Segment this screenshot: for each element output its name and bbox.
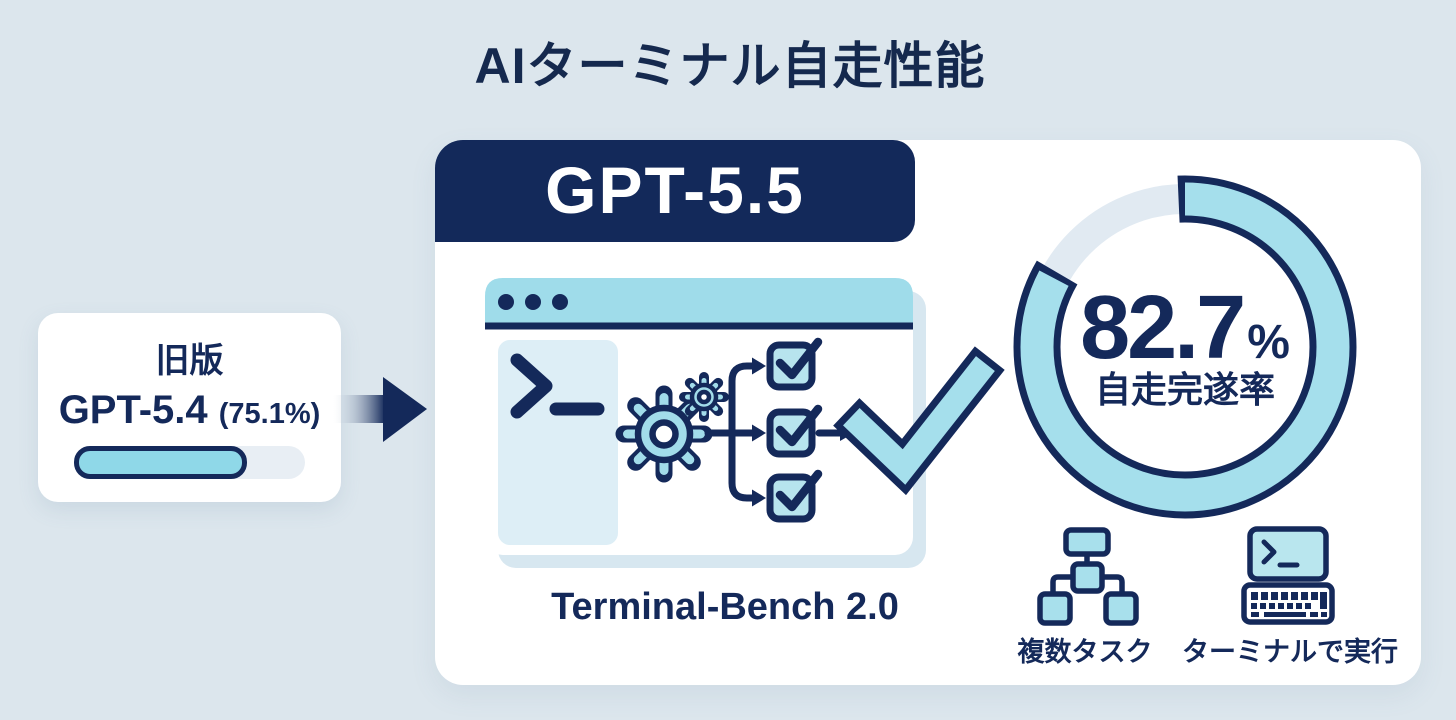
- window-dot: [498, 294, 514, 310]
- arrow-head: [383, 377, 427, 442]
- previous-model-name-line: GPT-5.4 (75.1%): [38, 390, 341, 430]
- donut-caption: 自走完遂率: [1094, 369, 1275, 410]
- model-name: GPT-5.5: [545, 153, 805, 227]
- donut-value: 82.7%: [1035, 283, 1335, 373]
- donut-value-number: 82.7: [1080, 278, 1246, 378]
- progress-bar-track: [74, 446, 305, 479]
- checkbox-icon: [766, 404, 823, 458]
- keyboard-keys: [1251, 592, 1327, 617]
- gear-icon: [615, 385, 713, 483]
- branch-arrowheads: [752, 357, 766, 507]
- completion-donut-chart: [1013, 175, 1357, 519]
- terminal-prompt-glyph: [1261, 539, 1300, 568]
- arrow-tail: [333, 395, 385, 423]
- donut-arc-fill: [1020, 182, 1350, 512]
- previous-model-card: 旧版 GPT-5.4 (75.1%): [38, 313, 341, 502]
- benchmark-label: Terminal-Bench 2.0: [551, 586, 899, 628]
- checkbox-icon: [766, 337, 823, 391]
- terminal-side-panel: [498, 340, 618, 545]
- previous-version-label: 旧版: [155, 342, 224, 380]
- previous-model-score: (75.1%): [218, 398, 321, 430]
- big-checkmark-icon: [833, 346, 1005, 496]
- branch-connector: [704, 362, 756, 502]
- donut-value-unit: %: [1247, 316, 1290, 369]
- terminal-screen: [1247, 526, 1329, 582]
- previous-model-name: GPT-5.4: [58, 388, 208, 432]
- small-gear-icon: [679, 372, 729, 422]
- terminal-run-icon: [1241, 526, 1335, 625]
- window-titlebar: [485, 278, 913, 326]
- window-dot: [525, 294, 541, 310]
- progress-bar-fill: [74, 446, 248, 479]
- terminal-prompt-icon: [510, 353, 605, 419]
- model-header: GPT-5.5: [435, 140, 915, 242]
- feature-label-terminal-run: ターミナルで実行: [1182, 637, 1398, 667]
- window-dot: [552, 294, 568, 310]
- checkbox-icon: [766, 469, 823, 523]
- task-tree-icon: [1037, 527, 1139, 626]
- terminal-window-illustration: [485, 278, 1005, 568]
- upgrade-arrow-icon: [333, 377, 427, 442]
- feature-label-multitask: 複数タスク: [1017, 637, 1153, 667]
- page-title: AIターミナル自走性能: [474, 38, 986, 94]
